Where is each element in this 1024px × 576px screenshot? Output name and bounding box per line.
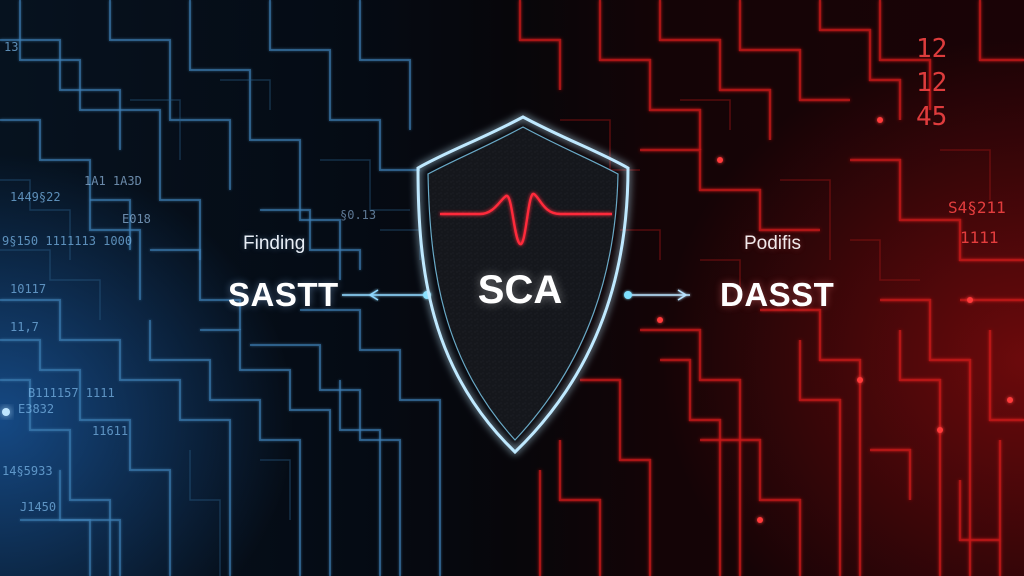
bg-digits-left-2: 1449§22 [10, 190, 61, 204]
bg-digits-left-10: J1450 [20, 500, 57, 514]
bg-digits-left-1: 13 [4, 40, 19, 54]
red-glow-dots [657, 117, 1013, 523]
right-label-dast: DASST [720, 276, 835, 313]
shield-label-sca: SCA [477, 268, 563, 312]
bg-digits-left-7: E3832 [18, 402, 55, 416]
bg-digits-left-5: 11,7 [10, 320, 39, 334]
bg-digits-right-5: 1111 [960, 228, 999, 247]
bg-digits-left-3: 9§150 1111113 1000 [2, 234, 133, 248]
bg-digits-left-8: 11611 [92, 424, 129, 438]
bg-digits-mid-2: E018 [122, 212, 151, 226]
bg-digits-mid-3: §0.13 [340, 208, 377, 222]
blue-glow-spot [0, 250, 160, 570]
bg-digits-left-9: 14§5933 [2, 464, 53, 478]
bg-digits-left-4: 10117 [10, 282, 47, 296]
bg-digits-right-2: 12 [916, 68, 948, 98]
heartbeat-line-icon [440, 192, 612, 246]
right-caption: Podifis [744, 233, 802, 254]
bg-digits-left-6: B111157 1111 [28, 386, 115, 400]
right-connector [624, 289, 690, 301]
left-connector [342, 289, 431, 301]
bg-digits-right-3: 45 [916, 102, 948, 132]
left-label-sast: SASTT [228, 276, 339, 313]
bg-digits-right-4: S4§211 [948, 198, 1006, 217]
bg-digits-right-1: 12 [916, 34, 948, 64]
left-caption: Finding [243, 233, 306, 254]
red-circuit-traces-faint [560, 99, 991, 300]
blue-circuit-traces [0, 0, 441, 576]
red-circuit-traces [518, 0, 1024, 576]
bg-digits-mid-1: 1A1 1A3D [84, 174, 142, 188]
blue-glow-dot [2, 408, 10, 416]
shield-icon [416, 115, 630, 455]
